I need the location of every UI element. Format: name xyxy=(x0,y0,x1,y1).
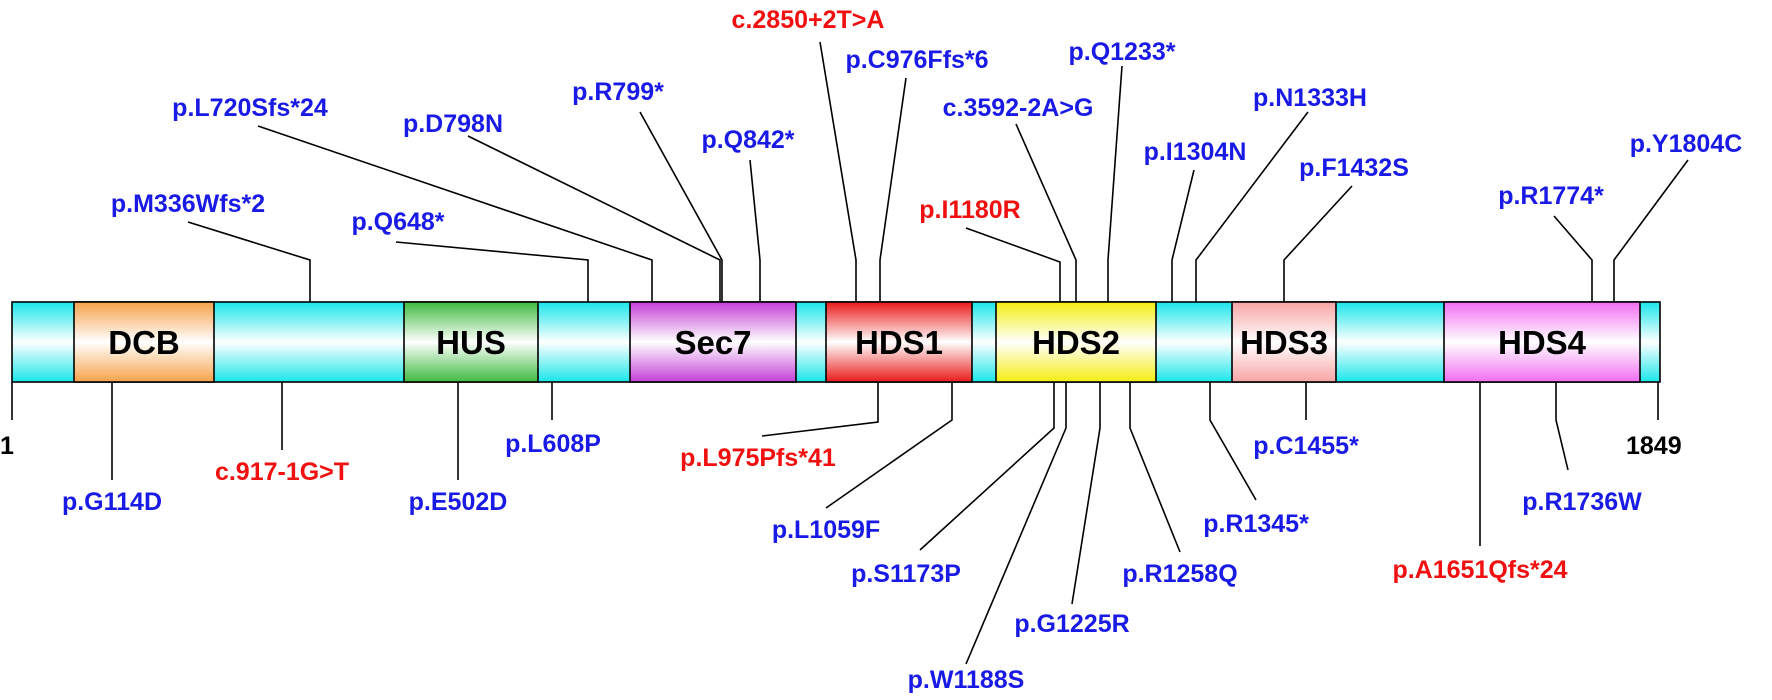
domain-dcb-box xyxy=(73,301,215,383)
domain-hds2-box xyxy=(995,301,1157,383)
variant-label-p-n1333h: p.N1333H xyxy=(1253,84,1367,112)
leader-line-below-p-r1345 xyxy=(1209,382,1257,501)
leader-line-below-p-l1059f xyxy=(825,382,953,509)
domain-sec7-label: Sec7 xyxy=(674,324,751,361)
variant-label-p-m336wfs-2: p.M336Wfs*2 xyxy=(111,190,265,218)
domain-hds4-label: HDS4 xyxy=(1498,324,1587,361)
variant-label-c-917-1g-t: c.917-1G>T xyxy=(215,458,349,486)
leader-line-above-c-3592-2a-g xyxy=(1015,123,1077,302)
domain-sec7-box xyxy=(629,301,797,383)
variant-label-p-e502d: p.E502D xyxy=(409,488,508,516)
domain-dcb-label: DCB xyxy=(108,324,180,361)
variant-label-p-s1173p: p.S1173P xyxy=(851,560,961,588)
leader-line-above-p-d798n xyxy=(467,135,721,302)
leader-line-below-p-r1736w xyxy=(1555,382,1569,471)
leader-line-above-p-i1304n xyxy=(1171,169,1195,302)
variant-label-c-3592-2a-g: c.3592-2A>G xyxy=(943,94,1094,122)
variant-label-p-i1180r: p.I1180R xyxy=(919,196,1020,224)
variant-label-p-a1651qfs-24: p.A1651Qfs*24 xyxy=(1392,556,1567,584)
variant-label-p-c976ffs-6: p.C976Ffs*6 xyxy=(845,46,988,74)
variant-label-p-i1304n: p.I1304N xyxy=(1144,138,1247,166)
leader-line-below-p-r1258q xyxy=(1129,382,1181,553)
leader-line-above-p-c976ffs-6 xyxy=(879,77,907,302)
leader-line-below-p-w1188s xyxy=(965,382,1067,665)
variant-label-p-l975pfs-41: p.L975Pfs*41 xyxy=(680,444,836,472)
leader-line-above-p-q1233 xyxy=(1107,65,1123,302)
domain-hds1-label: HDS1 xyxy=(855,324,943,361)
variant-label-p-y1804c: p.Y1804C xyxy=(1630,130,1743,158)
variant-label-p-l720sfs-24: p.L720Sfs*24 xyxy=(172,94,328,122)
leader-line-above-p-q648 xyxy=(395,241,589,302)
domains-layer: DCB HUS Sec7 HDS1 HDS2 HDS3 HDS4 xyxy=(73,301,1641,383)
leader-line-below-p-s1173p xyxy=(919,382,1055,551)
variant-label-p-r1258q: p.R1258Q xyxy=(1122,560,1237,588)
variant-label-p-r1345: p.R1345* xyxy=(1203,510,1309,538)
domain-hds4-box xyxy=(1443,301,1641,383)
leader-line-above-p-f1432s xyxy=(1283,185,1353,302)
domain-hds3-label: HDS3 xyxy=(1240,324,1328,361)
leader-lines-layer xyxy=(111,41,1689,665)
variant-label-p-l1059f: p.L1059F xyxy=(772,516,880,544)
variant-label-p-r1736w: p.R1736W xyxy=(1522,488,1642,516)
variant-label-p-f1432s: p.F1432S xyxy=(1299,154,1409,182)
variant-label-c-2850-2t-a: c.2850+2T>A xyxy=(732,6,885,34)
domain-hus-box xyxy=(403,301,539,383)
domain-hus-label: HUS xyxy=(436,324,506,361)
domain-hds2-label: HDS2 xyxy=(1032,324,1120,361)
variant-label-p-q648: p.Q648* xyxy=(351,208,444,236)
variant-label-p-g114d: p.G114D xyxy=(62,488,162,516)
variant-label-p-r799: p.R799* xyxy=(572,78,664,106)
leader-line-above-p-y1804c xyxy=(1613,159,1689,302)
leader-line-below-p-l975pfs-41 xyxy=(761,382,879,437)
variant-label-p-l608p: p.L608P xyxy=(505,430,601,458)
leader-line-above-p-r799 xyxy=(639,111,723,302)
variant-label-p-q1233: p.Q1233* xyxy=(1068,38,1175,66)
leader-line-above-p-r1774 xyxy=(1553,215,1593,302)
variant-label-p-r1774: p.R1774* xyxy=(1498,182,1604,210)
leader-line-above-p-q842 xyxy=(749,159,761,302)
variant-label-p-g1225r: p.G1225R xyxy=(1014,610,1129,638)
variant-label-p-w1188s: p.W1188S xyxy=(908,666,1025,694)
variant-label-p-d798n: p.D798N xyxy=(403,110,503,138)
variant-labels-layer: p.M336Wfs*2 p.L720Sfs*24 p.Q648* p.D798N p.R… xyxy=(62,6,1742,694)
leader-line-above-p-n1333h xyxy=(1195,111,1309,302)
end-position-label: 1849 xyxy=(1626,432,1682,460)
variant-label-p-q842: p.Q842* xyxy=(701,126,794,154)
variant-label-p-c1455: p.C1455* xyxy=(1253,432,1359,460)
domain-hds1-box xyxy=(825,301,973,383)
leader-line-above-p-l720sfs-24 xyxy=(257,125,653,302)
leader-line-below-p-g1225r xyxy=(1071,382,1101,605)
start-position-label: 1 xyxy=(0,432,14,460)
leader-line-above-p-m336wfs-2 xyxy=(187,221,311,302)
leader-line-above-p-i1180r xyxy=(965,227,1061,302)
leader-line-above-c-2850-2t-a xyxy=(819,41,857,302)
